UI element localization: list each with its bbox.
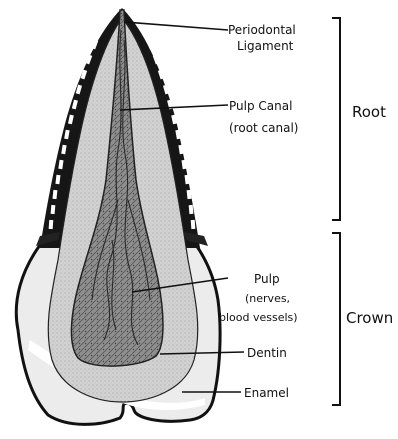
leader-periodontal <box>124 22 228 30</box>
crown-bracket <box>332 233 340 405</box>
crown-region-label: Crown <box>346 309 393 327</box>
enamel-label: Enamel <box>244 386 289 400</box>
periodontal-label-line2: Ligament <box>237 39 294 53</box>
pulp-label-line2: (nerves, <box>245 292 290 305</box>
tooth-illustration <box>16 8 220 424</box>
pulp-canal-label-line1: Pulp Canal <box>229 99 292 113</box>
periodontal-label-line1: Periodontal <box>228 23 296 37</box>
root-region-label: Root <box>352 103 386 121</box>
pulp-label-line1: Pulp <box>254 272 280 286</box>
pulp-label-line3: blood vessels) <box>219 311 298 324</box>
region-brackets <box>332 18 340 405</box>
root-bracket <box>332 18 340 220</box>
dentin-label: Dentin <box>247 346 287 360</box>
pulp-canal-label-line2: (root canal) <box>229 121 298 135</box>
